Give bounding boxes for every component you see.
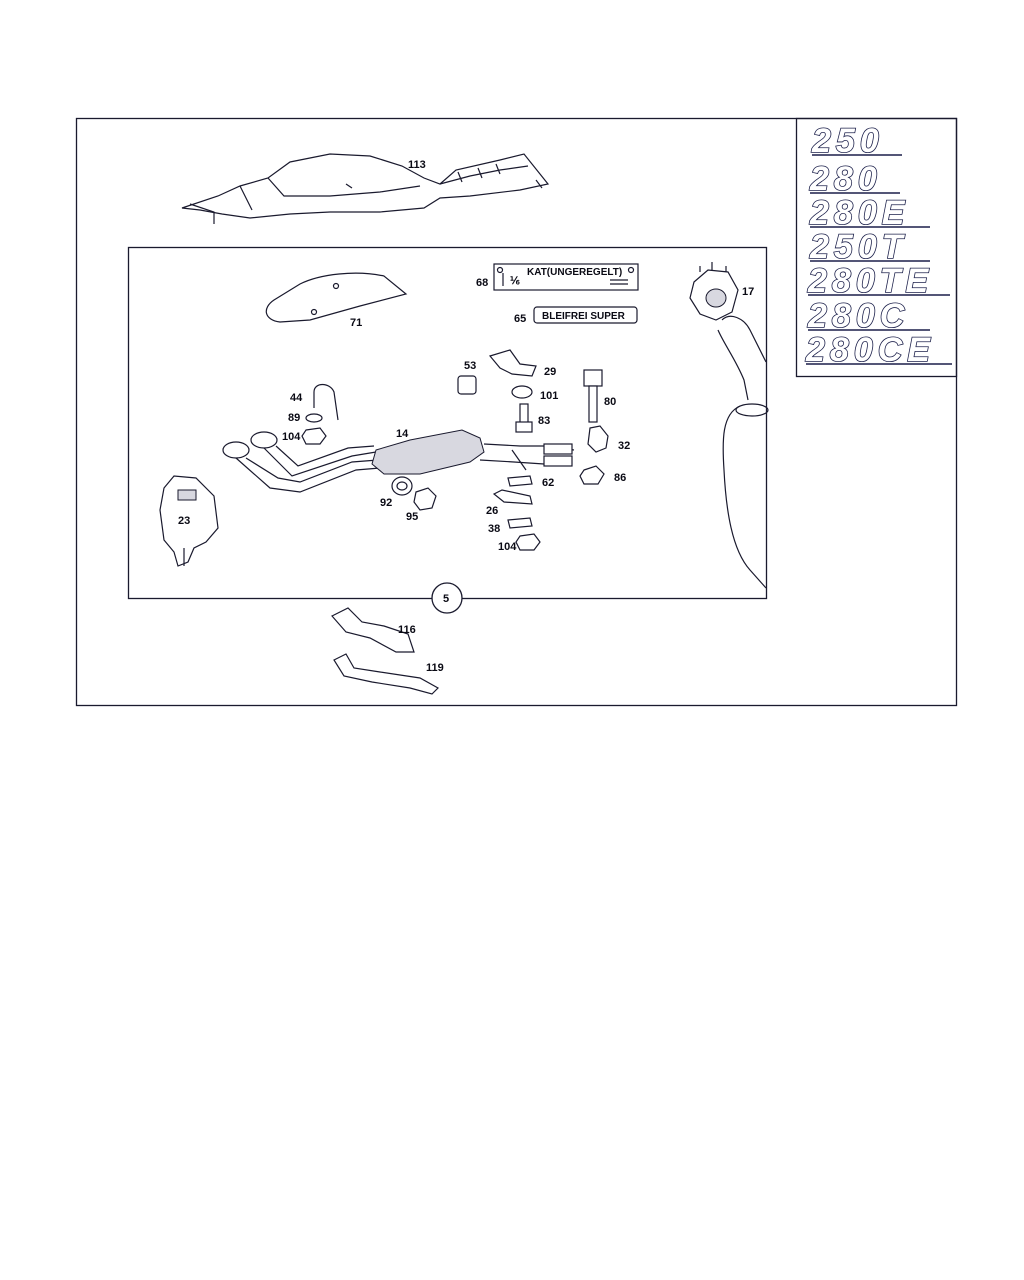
label-71: 71 — [350, 317, 362, 329]
label-44: 44 — [290, 392, 303, 404]
bracket-116 — [331, 607, 415, 653]
heat-shield-71 — [265, 272, 408, 323]
badge-panel-frame — [795, 117, 958, 378]
nut-86 — [579, 465, 605, 485]
label-83: 83 — [538, 415, 550, 427]
label-95: 95 — [406, 511, 418, 523]
bolt-83 — [515, 403, 533, 433]
clamp-32 — [587, 425, 609, 453]
washer-89 — [305, 413, 323, 423]
badge-280ce: 280CE — [805, 331, 935, 369]
label-38: 38 — [488, 523, 500, 535]
cat-plate-text: KAT(UNGEREGELT) — [527, 267, 622, 278]
flange-17 — [689, 262, 739, 321]
sensor-23 — [159, 475, 219, 567]
label-80: 80 — [604, 396, 616, 408]
bracket-29 — [488, 349, 537, 377]
label-32: 32 — [618, 440, 630, 452]
gasket-92 — [391, 476, 413, 496]
label-101: 101 — [540, 390, 558, 402]
label-92: 92 — [380, 497, 392, 509]
u-bolt-44 — [313, 383, 339, 421]
cat-plate-68: ⅙ — [493, 263, 639, 291]
bracket-119 — [333, 653, 439, 695]
badge-280e: 280E — [809, 194, 909, 232]
plate-symbol: ⅙ — [510, 276, 520, 287]
label-17: 17 — [742, 286, 754, 298]
label-104-upper: 104 — [282, 431, 301, 443]
label-14: 14 — [396, 428, 409, 440]
outer-frame — [75, 117, 958, 707]
callout-5-circle — [431, 582, 463, 614]
label-89: 89 — [288, 412, 300, 424]
label-116: 116 — [398, 624, 416, 636]
label-68: 68 — [476, 277, 488, 289]
nut-104-upper — [301, 427, 327, 445]
bolt-80 — [583, 369, 603, 423]
label-65: 65 — [514, 313, 526, 325]
strap-38 — [507, 517, 533, 529]
badge-280c: 280C — [807, 297, 909, 335]
label-119: 119 — [426, 662, 444, 674]
label-29: 29 — [544, 366, 556, 378]
label-5: 5 — [443, 593, 449, 605]
label-104-lower: 104 — [498, 541, 517, 553]
exhaust-pipe-14 — [222, 429, 575, 493]
label-53: 53 — [464, 360, 476, 372]
fuel-label-65 — [533, 306, 638, 324]
nut-104-lower — [515, 533, 541, 551]
rear-muffler — [717, 315, 769, 589]
label-62: 62 — [542, 477, 554, 489]
inner-frame — [127, 246, 768, 600]
badge-group: 250 280 280E 250T 280TE 280C 280CE — [804, 121, 952, 370]
badge-250t: 250T — [809, 228, 908, 266]
label-86: 86 — [614, 472, 626, 484]
washer-101 — [511, 385, 533, 399]
rubber-mount-53 — [457, 375, 477, 395]
label-113: 113 — [408, 159, 426, 171]
label-26: 26 — [486, 505, 498, 517]
badge-280: 280 — [809, 160, 882, 198]
plug-95 — [413, 487, 437, 511]
label-23: 23 — [178, 515, 190, 527]
bracket-26 — [492, 489, 533, 505]
badge-250: 250 — [811, 122, 884, 160]
strap-62 — [507, 475, 533, 487]
fuel-label-text: BLEIFREI SUPER — [542, 311, 626, 322]
heat-shield-113 — [181, 153, 550, 224]
badge-280te: 280TE — [807, 262, 933, 300]
